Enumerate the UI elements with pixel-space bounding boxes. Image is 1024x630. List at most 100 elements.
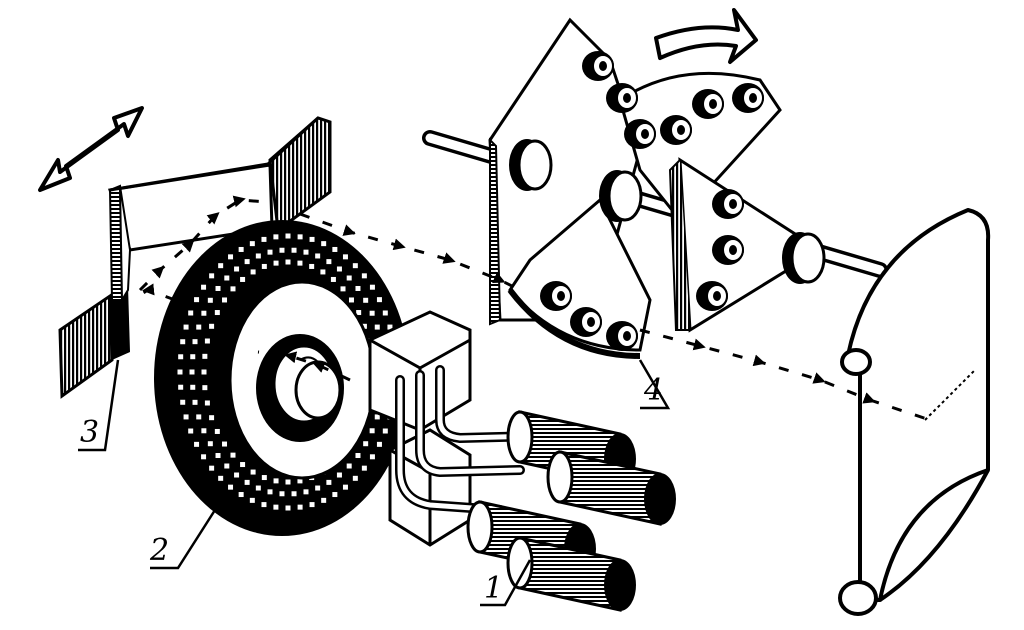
disc-hole	[194, 441, 200, 447]
disc-hole	[238, 492, 244, 498]
disc-hole	[224, 275, 230, 281]
disc-hole	[273, 234, 279, 240]
disc-hole	[376, 297, 382, 303]
disc-hole	[330, 276, 336, 282]
disc-hole	[352, 475, 358, 481]
disc-hole	[202, 385, 208, 391]
disc-hole	[192, 339, 198, 345]
disc-hole	[356, 310, 362, 316]
disc-hole	[222, 297, 228, 303]
disc-hole	[215, 285, 221, 291]
disc-hole	[374, 414, 380, 420]
disc-hole	[180, 399, 186, 405]
disc-hole	[183, 414, 189, 420]
filter-cylinder	[696, 281, 728, 311]
disc-hole	[336, 472, 342, 478]
disc-hole	[188, 310, 194, 316]
disc-hole	[224, 463, 230, 469]
disc-hole	[320, 269, 326, 275]
beam-segment	[257, 350, 351, 382]
disc-hole	[230, 452, 236, 458]
filter-cylinder	[540, 281, 572, 311]
disc-hole	[209, 415, 215, 421]
callouts	[78, 359, 671, 607]
disc-hole	[190, 354, 196, 360]
beam-segment	[639, 328, 931, 422]
disc-hole	[218, 475, 224, 481]
disc-hole	[201, 428, 207, 434]
disc-hole	[180, 339, 186, 345]
detector-tube	[546, 450, 676, 526]
disc-hole	[321, 497, 327, 503]
disc-hole	[234, 266, 240, 272]
shaft-collar	[509, 139, 553, 191]
disc-hole	[285, 505, 291, 511]
disc-hole	[369, 310, 375, 316]
disc-hole	[261, 475, 267, 481]
disc-hole	[201, 454, 207, 460]
disc-hole	[192, 399, 198, 405]
disc-hole	[273, 478, 279, 484]
disc-hole	[352, 263, 358, 269]
disc-hole	[183, 324, 189, 330]
rotation-arrow-icon	[654, 8, 758, 64]
disc-hole	[189, 369, 195, 375]
detector-tube	[506, 536, 636, 612]
label-2: 2	[149, 533, 169, 568]
disc-hole	[321, 241, 327, 247]
disc-hole	[297, 504, 303, 510]
disc-hole	[303, 249, 309, 255]
filter-cylinder	[624, 119, 656, 149]
disc-hole	[361, 273, 367, 279]
disc-hole	[342, 484, 348, 490]
disc-hole	[285, 259, 291, 265]
disc-hole	[201, 369, 207, 375]
disc-hole	[249, 241, 255, 247]
label-3: 3	[80, 415, 99, 450]
disc-hole	[387, 324, 393, 330]
disc-hole	[240, 462, 246, 468]
disc-hole	[332, 246, 338, 252]
disc-hole	[326, 259, 332, 265]
disc-hole	[309, 236, 315, 242]
disc-hole	[309, 502, 315, 508]
disc-hole	[285, 233, 291, 239]
disc-hole	[342, 254, 348, 260]
filter-cylinder	[570, 307, 602, 337]
disc-hole	[188, 428, 194, 434]
disc-hole	[261, 236, 267, 242]
disc-hole	[340, 286, 346, 292]
disc-hole	[204, 400, 210, 406]
disc-hole	[273, 260, 279, 266]
disc-hole	[222, 441, 228, 447]
disc-hole	[209, 465, 215, 471]
disc-hole	[196, 324, 202, 330]
disc-hole	[309, 263, 315, 269]
disc-hole	[285, 479, 291, 485]
disc-hole	[369, 428, 375, 434]
disc-hole	[374, 324, 380, 330]
shaft-collar	[599, 170, 643, 222]
disc-hole	[261, 502, 267, 508]
disc-hole	[250, 469, 256, 475]
disc-hole	[355, 285, 361, 291]
filter-cylinder	[692, 89, 724, 119]
disc-hole	[228, 254, 234, 260]
disc-hole	[202, 353, 208, 359]
disc-hole	[194, 297, 200, 303]
filter-cylinder	[582, 51, 614, 81]
disc-hole	[336, 266, 342, 272]
disc-hole	[315, 485, 321, 491]
disc-hole	[178, 384, 184, 390]
disc-hole	[178, 354, 184, 360]
detector-block	[368, 310, 676, 612]
disc-hole	[209, 323, 215, 329]
filter-cylinder	[606, 321, 638, 351]
disc-hole	[207, 297, 213, 303]
disc-hole	[215, 453, 221, 459]
disc-hole	[177, 369, 183, 375]
filter-cylinder	[732, 83, 764, 113]
disc-hole	[244, 259, 250, 265]
filter-cylinder	[660, 115, 692, 145]
filter-cylinder	[712, 235, 744, 265]
